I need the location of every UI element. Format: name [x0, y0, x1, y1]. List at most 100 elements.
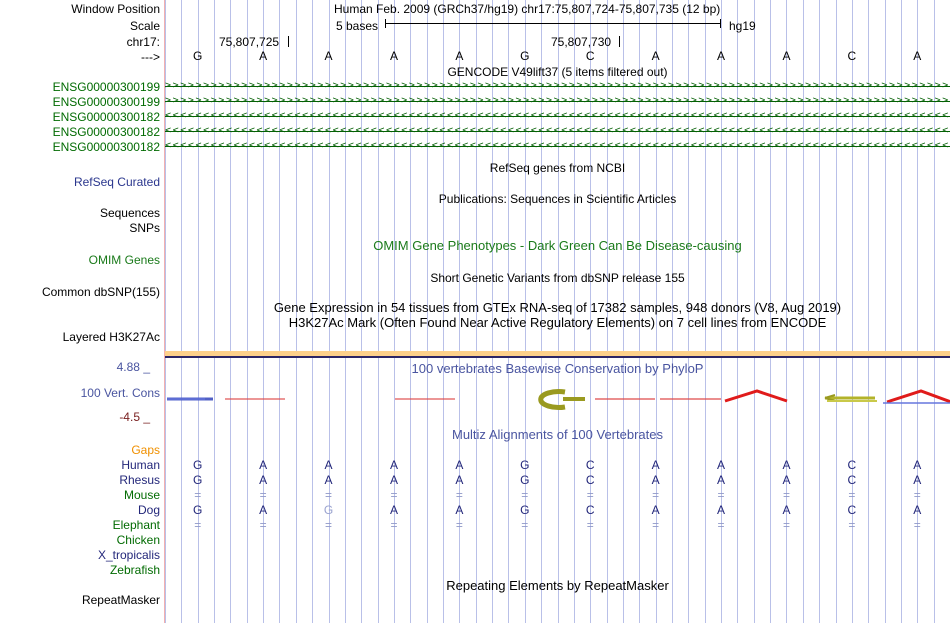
gaps-label[interactable]: Gaps	[131, 443, 160, 457]
alignment-base-cell: =	[586, 488, 594, 502]
strand-arrow-icon: >>>>>>>>>>>>>>>>>>>>>>>>>>>>>>>>>>>>>>>>…	[165, 95, 950, 106]
conservation-axis-max: 4.88 _	[116, 360, 150, 374]
species-label-dog[interactable]: Dog	[137, 503, 160, 517]
species-label-mouse[interactable]: Mouse	[123, 488, 160, 502]
alignment-base-cell: C	[847, 473, 857, 487]
alignment-base-cell: =	[848, 518, 856, 532]
alignment-base-cell: C	[847, 458, 857, 472]
alignment-base-cell: =	[521, 488, 529, 502]
gencode-transcript-row-1[interactable]: >>>>>>>>>>>>>>>>>>>>>>>>>>>>>>>>>>>>>>>>…	[165, 95, 950, 107]
ruler-tick-label-1: 75,807,725	[219, 35, 280, 49]
publications-center-label: Publications: Sequences in Scientific Ar…	[438, 192, 677, 206]
alignment-base-cell: A	[651, 473, 660, 487]
species-label-rhesus[interactable]: Rhesus	[119, 473, 160, 487]
alignment-row-zebrafish	[165, 564, 950, 576]
sequence-base: A	[913, 49, 922, 63]
species-label-elephant[interactable]: Elephant	[112, 518, 160, 532]
sequence-base: A	[782, 49, 791, 63]
sequences-label[interactable]: Sequences	[99, 206, 160, 220]
alignment-base-cell: G	[193, 473, 203, 487]
alignment-base-cell: A	[717, 503, 726, 517]
alignment-base-cell: =	[652, 518, 660, 532]
strand-arrow-label: --->	[141, 50, 160, 64]
gencode-item-label-1[interactable]: ENSG00000300199	[52, 95, 160, 109]
ruler-tick-mark-1	[288, 36, 289, 47]
alignment-base-cell: A	[455, 503, 464, 517]
sequence-base: A	[651, 49, 660, 63]
alignment-base-cell: =	[325, 488, 333, 502]
species-label-chicken[interactable]: Chicken	[116, 533, 160, 547]
alignment-base-cell: A	[717, 458, 726, 472]
alignment-row-x-tropicalis	[165, 549, 950, 561]
conservation-top-border	[165, 356, 950, 358]
gencode-center-label: GENCODE V49lift37 (5 items filtered out)	[447, 65, 668, 79]
sequence-base: G	[520, 49, 530, 63]
scale-bar-label: 5 bases	[336, 19, 379, 33]
strand-arrow-icon: <<<<<<<<<<<<<<<<<<<<<<<<<<<<<<<<<<<<<<<<…	[165, 110, 950, 121]
alignment-base-cell: A	[782, 473, 791, 487]
gencode-transcript-row-4[interactable]: <<<<<<<<<<<<<<<<<<<<<<<<<<<<<<<<<<<<<<<<…	[165, 140, 950, 152]
omim-center-label: OMIM Gene Phenotypes - Dark Green Can Be…	[373, 238, 742, 253]
alignment-base-cell: C	[585, 458, 595, 472]
alignment-base-cell: A	[913, 473, 922, 487]
scale-row-label: Scale	[129, 19, 160, 33]
alignment-base-cell: =	[455, 518, 463, 532]
gencode-item-label-4[interactable]: ENSG00000300182	[52, 140, 160, 154]
conservation-plot[interactable]	[165, 368, 950, 418]
gencode-item-label-3[interactable]: ENSG00000300182	[52, 125, 160, 139]
alignment-base-cell: =	[586, 518, 594, 532]
repeatmasker-center-label: Repeating Elements by RepeatMasker	[446, 578, 669, 593]
alignment-base-cell: C	[585, 473, 595, 487]
alignment-base-cell: =	[717, 518, 725, 532]
alignment-base-cell: A	[259, 458, 268, 472]
alignment-base-cell: =	[390, 518, 398, 532]
gencode-transcript-row-0[interactable]: >>>>>>>>>>>>>>>>>>>>>>>>>>>>>>>>>>>>>>>>…	[165, 80, 950, 92]
alignment-base-cell: G	[520, 503, 530, 517]
sequence-base: A	[717, 49, 726, 63]
gencode-item-label-2[interactable]: ENSG00000300182	[52, 110, 160, 124]
left-margin-rule	[164, 0, 165, 623]
dbsnp-center-label: Short Genetic Variants from dbSNP releas…	[430, 271, 685, 285]
window-position-label: Window Position	[71, 2, 160, 16]
species-label-x-tropicalis[interactable]: X_tropicalis	[97, 548, 160, 562]
alignment-base-cell: =	[521, 518, 529, 532]
omim-genes-label[interactable]: OMIM Genes	[88, 253, 160, 267]
multiz-center-label: Multiz Alignments of 100 Vertebrates	[451, 427, 663, 442]
alignment-base-cell: A	[389, 503, 398, 517]
gencode-transcript-row-3[interactable]: <<<<<<<<<<<<<<<<<<<<<<<<<<<<<<<<<<<<<<<<…	[165, 125, 950, 137]
alignment-base-cell: G	[520, 473, 530, 487]
alignment-base-cell: G	[193, 458, 203, 472]
gencode-item-label-0[interactable]: ENSG00000300199	[52, 80, 160, 94]
conservation-track-label[interactable]: 100 Vert. Cons	[80, 386, 160, 400]
alignment-base-cell: =	[390, 488, 398, 502]
repeatmasker-label[interactable]: RepeatMasker	[81, 593, 160, 607]
alignment-base-cell: =	[717, 488, 725, 502]
layered-h3k27ac-label[interactable]: Layered H3K27Ac	[62, 330, 160, 344]
alignment-base-cell: =	[782, 488, 790, 502]
refseq-curated-label[interactable]: RefSeq Curated	[73, 175, 160, 189]
alignment-base-cell: A	[389, 473, 398, 487]
alignment-base-cell: =	[848, 488, 856, 502]
alignment-base-cell: =	[194, 518, 202, 532]
common-dbsnp-label[interactable]: Common dbSNP(155)	[41, 285, 160, 299]
snps-label[interactable]: SNPs	[129, 221, 160, 235]
alignment-base-cell: =	[913, 518, 921, 532]
alignment-base-cell: A	[651, 458, 660, 472]
assembly-position-title: Human Feb. 2009 (GRCh37/hg19) chr17:75,8…	[334, 2, 721, 16]
alignment-base-cell: A	[651, 503, 660, 517]
strand-arrow-icon: <<<<<<<<<<<<<<<<<<<<<<<<<<<<<<<<<<<<<<<<…	[165, 125, 950, 136]
alignment-base-cell: A	[782, 503, 791, 517]
alignment-base-cell: G	[520, 458, 530, 472]
species-label-zebrafish[interactable]: Zebrafish	[109, 563, 160, 577]
scale-bar	[385, 19, 721, 28]
ruler-tick-mark-2	[619, 36, 620, 47]
gencode-transcript-row-2[interactable]: <<<<<<<<<<<<<<<<<<<<<<<<<<<<<<<<<<<<<<<<…	[165, 110, 950, 122]
assembly-badge: hg19	[729, 19, 756, 33]
sequence-base: C	[585, 49, 595, 63]
species-label-human[interactable]: Human	[121, 458, 160, 472]
alignment-base-cell: =	[455, 488, 463, 502]
h3k27ac-signal-bar	[165, 351, 950, 356]
alignment-base-cell: =	[259, 518, 267, 532]
